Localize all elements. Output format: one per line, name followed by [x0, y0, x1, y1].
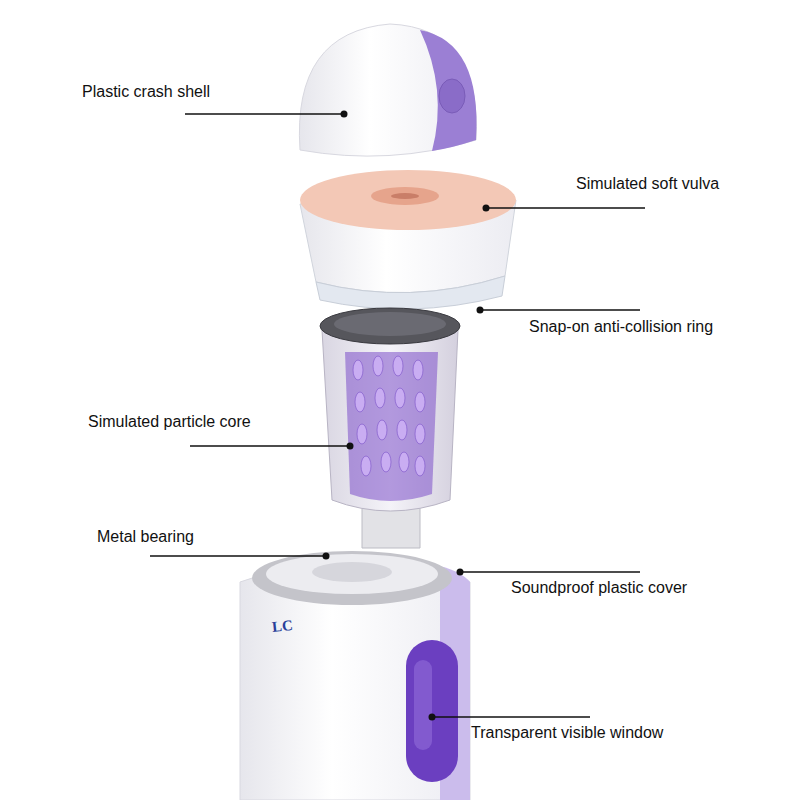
soft-insert — [300, 170, 516, 309]
part-label: Simulated particle core — [88, 412, 251, 432]
leader-dots — [323, 111, 490, 721]
part-label: Simulated soft vulva — [576, 174, 719, 194]
crash-shell — [299, 24, 476, 156]
part-label: Metal bearing — [97, 527, 194, 547]
part-label: Soundproof plastic cover — [511, 578, 687, 598]
brand-logo: LC — [271, 615, 294, 637]
device-body — [240, 551, 470, 800]
particle-core — [320, 308, 460, 548]
part-label: Snap-on anti-collision ring — [529, 317, 713, 337]
part-label: Transparent visible window — [471, 723, 663, 743]
part-label: Plastic crash shell — [82, 82, 210, 102]
